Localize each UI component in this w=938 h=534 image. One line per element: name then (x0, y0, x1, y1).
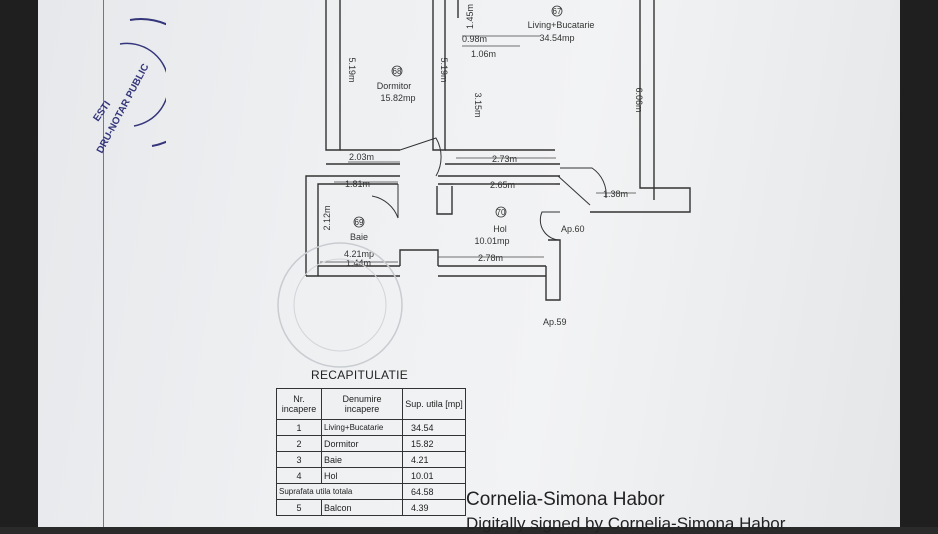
cell-name: Living+Bucatarie (321, 419, 403, 436)
header-nr: Nr. incapere (276, 388, 322, 420)
cell-name: Hol (321, 467, 403, 484)
room-name: Dormitor (377, 81, 412, 91)
stamp-ring-outer (129, 18, 166, 147)
room-name: Living+Bucatarie (528, 20, 595, 30)
room-number: 68 (393, 67, 402, 76)
dimension-label: 2.03m (349, 152, 374, 162)
dimension-label: 6.06m (634, 87, 644, 112)
stamp-ring-inner (119, 42, 166, 127)
backdrop-left (0, 0, 38, 527)
room-bathroom: 69 Baie 4.21mp (344, 216, 374, 259)
page-margin-line (103, 0, 104, 527)
faint-seal-inner (293, 258, 387, 352)
cell-name: Dormitor (321, 435, 403, 452)
room-number-circle (495, 206, 507, 218)
dimension-label: 5.19m (439, 57, 449, 82)
neighbor-apartment-label: Ap.60 (561, 224, 585, 234)
notary-stamp: ESTI DRU-NOTAR PUBLIC (91, 18, 166, 155)
cell-area: 4.21 (402, 451, 466, 468)
document-page (38, 0, 900, 527)
total-area: 64.58 (402, 483, 466, 500)
table-row: 4 Hol 10.01 (276, 467, 466, 484)
room-bedroom: 68 Dormitor 15.82mp (377, 65, 416, 103)
room-area: 34.54mp (539, 33, 574, 43)
dimension-lines (320, 35, 636, 263)
header-area: Sup. utila [mp] (402, 388, 466, 420)
neighbor-apartment-label: Ap.59 (543, 317, 567, 327)
backdrop-right (900, 0, 938, 527)
dimension-label: 2.73m (492, 154, 517, 164)
room-number: 70 (497, 208, 506, 217)
cell-name: Balcon (321, 499, 403, 516)
cell-nr: 5 (276, 499, 322, 516)
cell-area: 15.82 (402, 435, 466, 452)
dimension-label: 1.45m (465, 4, 475, 29)
room-number-circle (551, 5, 563, 17)
dimension-label: 1.06m (471, 49, 496, 59)
room-number-circle (353, 216, 365, 228)
cell-nr: 4 (276, 467, 322, 484)
room-area: 15.82mp (380, 93, 415, 103)
dimension-label: 2.65m (490, 180, 515, 190)
digital-signature-line: Digitally signed by Cornelia-Simona Habo… (466, 514, 786, 533)
table-header-row: Nr. incapere Denumire incapere Sup. util… (276, 388, 466, 420)
room-name: Baie (350, 232, 368, 242)
plan-doors (371, 137, 607, 241)
cell-area: 34.54 (402, 419, 466, 436)
table-row: 2 Dormitor 15.82 (276, 435, 466, 452)
room-area: 10.01mp (474, 236, 509, 246)
room-number: 67 (553, 7, 562, 16)
header-name: Denumire incapere (321, 388, 403, 420)
plan-walls (305, 0, 691, 301)
cell-nr: 3 (276, 451, 322, 468)
cell-nr: 2 (276, 435, 322, 452)
room-name: Hol (493, 224, 507, 234)
cell-area: 4.39 (402, 499, 466, 516)
dimension-label: 2.12m (322, 205, 332, 230)
room-hall: 70 Hol 10.01mp (474, 206, 510, 246)
room-number: 69 (355, 218, 364, 227)
room-area: 4.21mp (344, 249, 374, 259)
recap-title: RECAPITULATIE (311, 368, 409, 382)
cell-area: 10.01 (402, 467, 466, 484)
faint-seal (277, 242, 403, 368)
total-label: Suprafata utila totala (276, 483, 403, 500)
cell-nr: 1 (276, 419, 322, 436)
table-total-row: Suprafata utila totala 64.58 (276, 483, 466, 500)
dimension-label: 2.78m (478, 253, 503, 263)
signer-name: Cornelia-Simona Habor (466, 489, 665, 510)
dimension-label: 1.38m (603, 189, 628, 199)
table-row: 3 Baie 4.21 (276, 451, 466, 468)
table-row: 5 Balcon 4.39 (276, 499, 466, 516)
dimension-label: 0.98m (462, 34, 487, 44)
table-row: 1 Living+Bucatarie 34.54 (276, 419, 466, 436)
room-number-circle (391, 65, 403, 77)
cell-name: Baie (321, 451, 403, 468)
dimension-label: 3.15m (473, 92, 483, 117)
dimension-label: 5.19m (347, 57, 357, 82)
room-living: 67 Living+Bucatarie 34.54mp (528, 5, 595, 43)
dimension-label: 1.81m (345, 179, 370, 189)
recap-table: Nr. incapere Denumire incapere Sup. util… (276, 388, 466, 516)
